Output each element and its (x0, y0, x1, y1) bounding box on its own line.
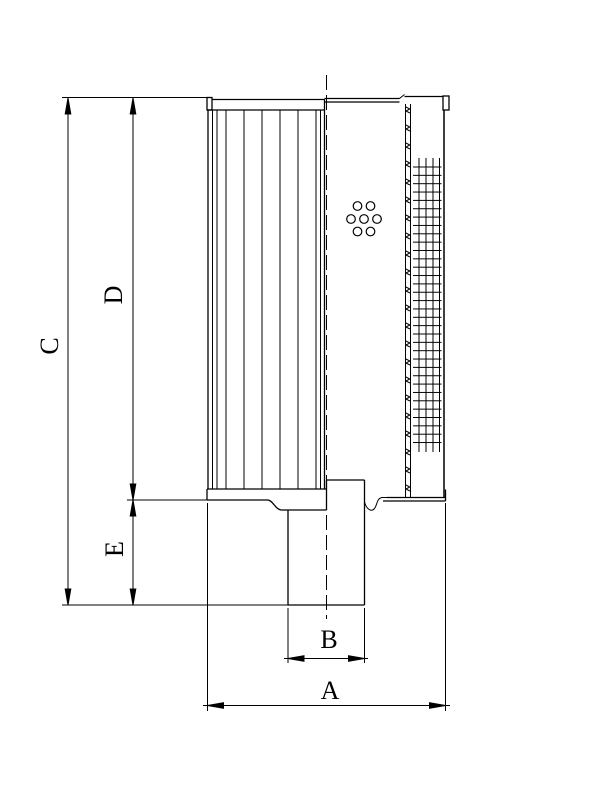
section-break-squiggle (364, 497, 387, 511)
dimension-line-D (129, 97, 137, 501)
top-cap-notch (399, 94, 405, 99)
dimension-line-E (129, 499, 137, 606)
arrowhead (287, 655, 305, 662)
dim-label-d: D (99, 285, 128, 305)
dimension-line-A (203, 702, 450, 709)
arrowhead (207, 702, 224, 709)
dimension-line-C (64, 97, 72, 606)
arrowhead (129, 588, 137, 606)
support-core (405, 104, 411, 498)
dim-label-b: B (320, 625, 338, 654)
pleated-filter-media (207, 110, 326, 489)
top-cap-right-lip (442, 95, 450, 111)
drain-holes (346, 201, 382, 237)
arrowhead (64, 97, 72, 115)
bottom-end-cap (206, 479, 447, 511)
arrowhead (348, 655, 365, 662)
arrowhead (429, 702, 446, 709)
arrowhead (129, 483, 137, 501)
extension-lines (62, 97, 446, 711)
cap-step-curve (267, 499, 282, 511)
dimension-line-B (284, 655, 368, 662)
bottom-spigot (287, 480, 366, 606)
top-end-cap (206, 94, 450, 111)
wire-mesh (413, 158, 442, 452)
dim-label-e: E (100, 541, 129, 557)
arrowhead (64, 588, 72, 606)
dim-label-a: A (320, 676, 340, 705)
arrowhead (129, 97, 137, 115)
arrowhead (129, 499, 137, 517)
dim-label-c: C (35, 337, 64, 355)
top-cap-left-lip (206, 96, 213, 111)
